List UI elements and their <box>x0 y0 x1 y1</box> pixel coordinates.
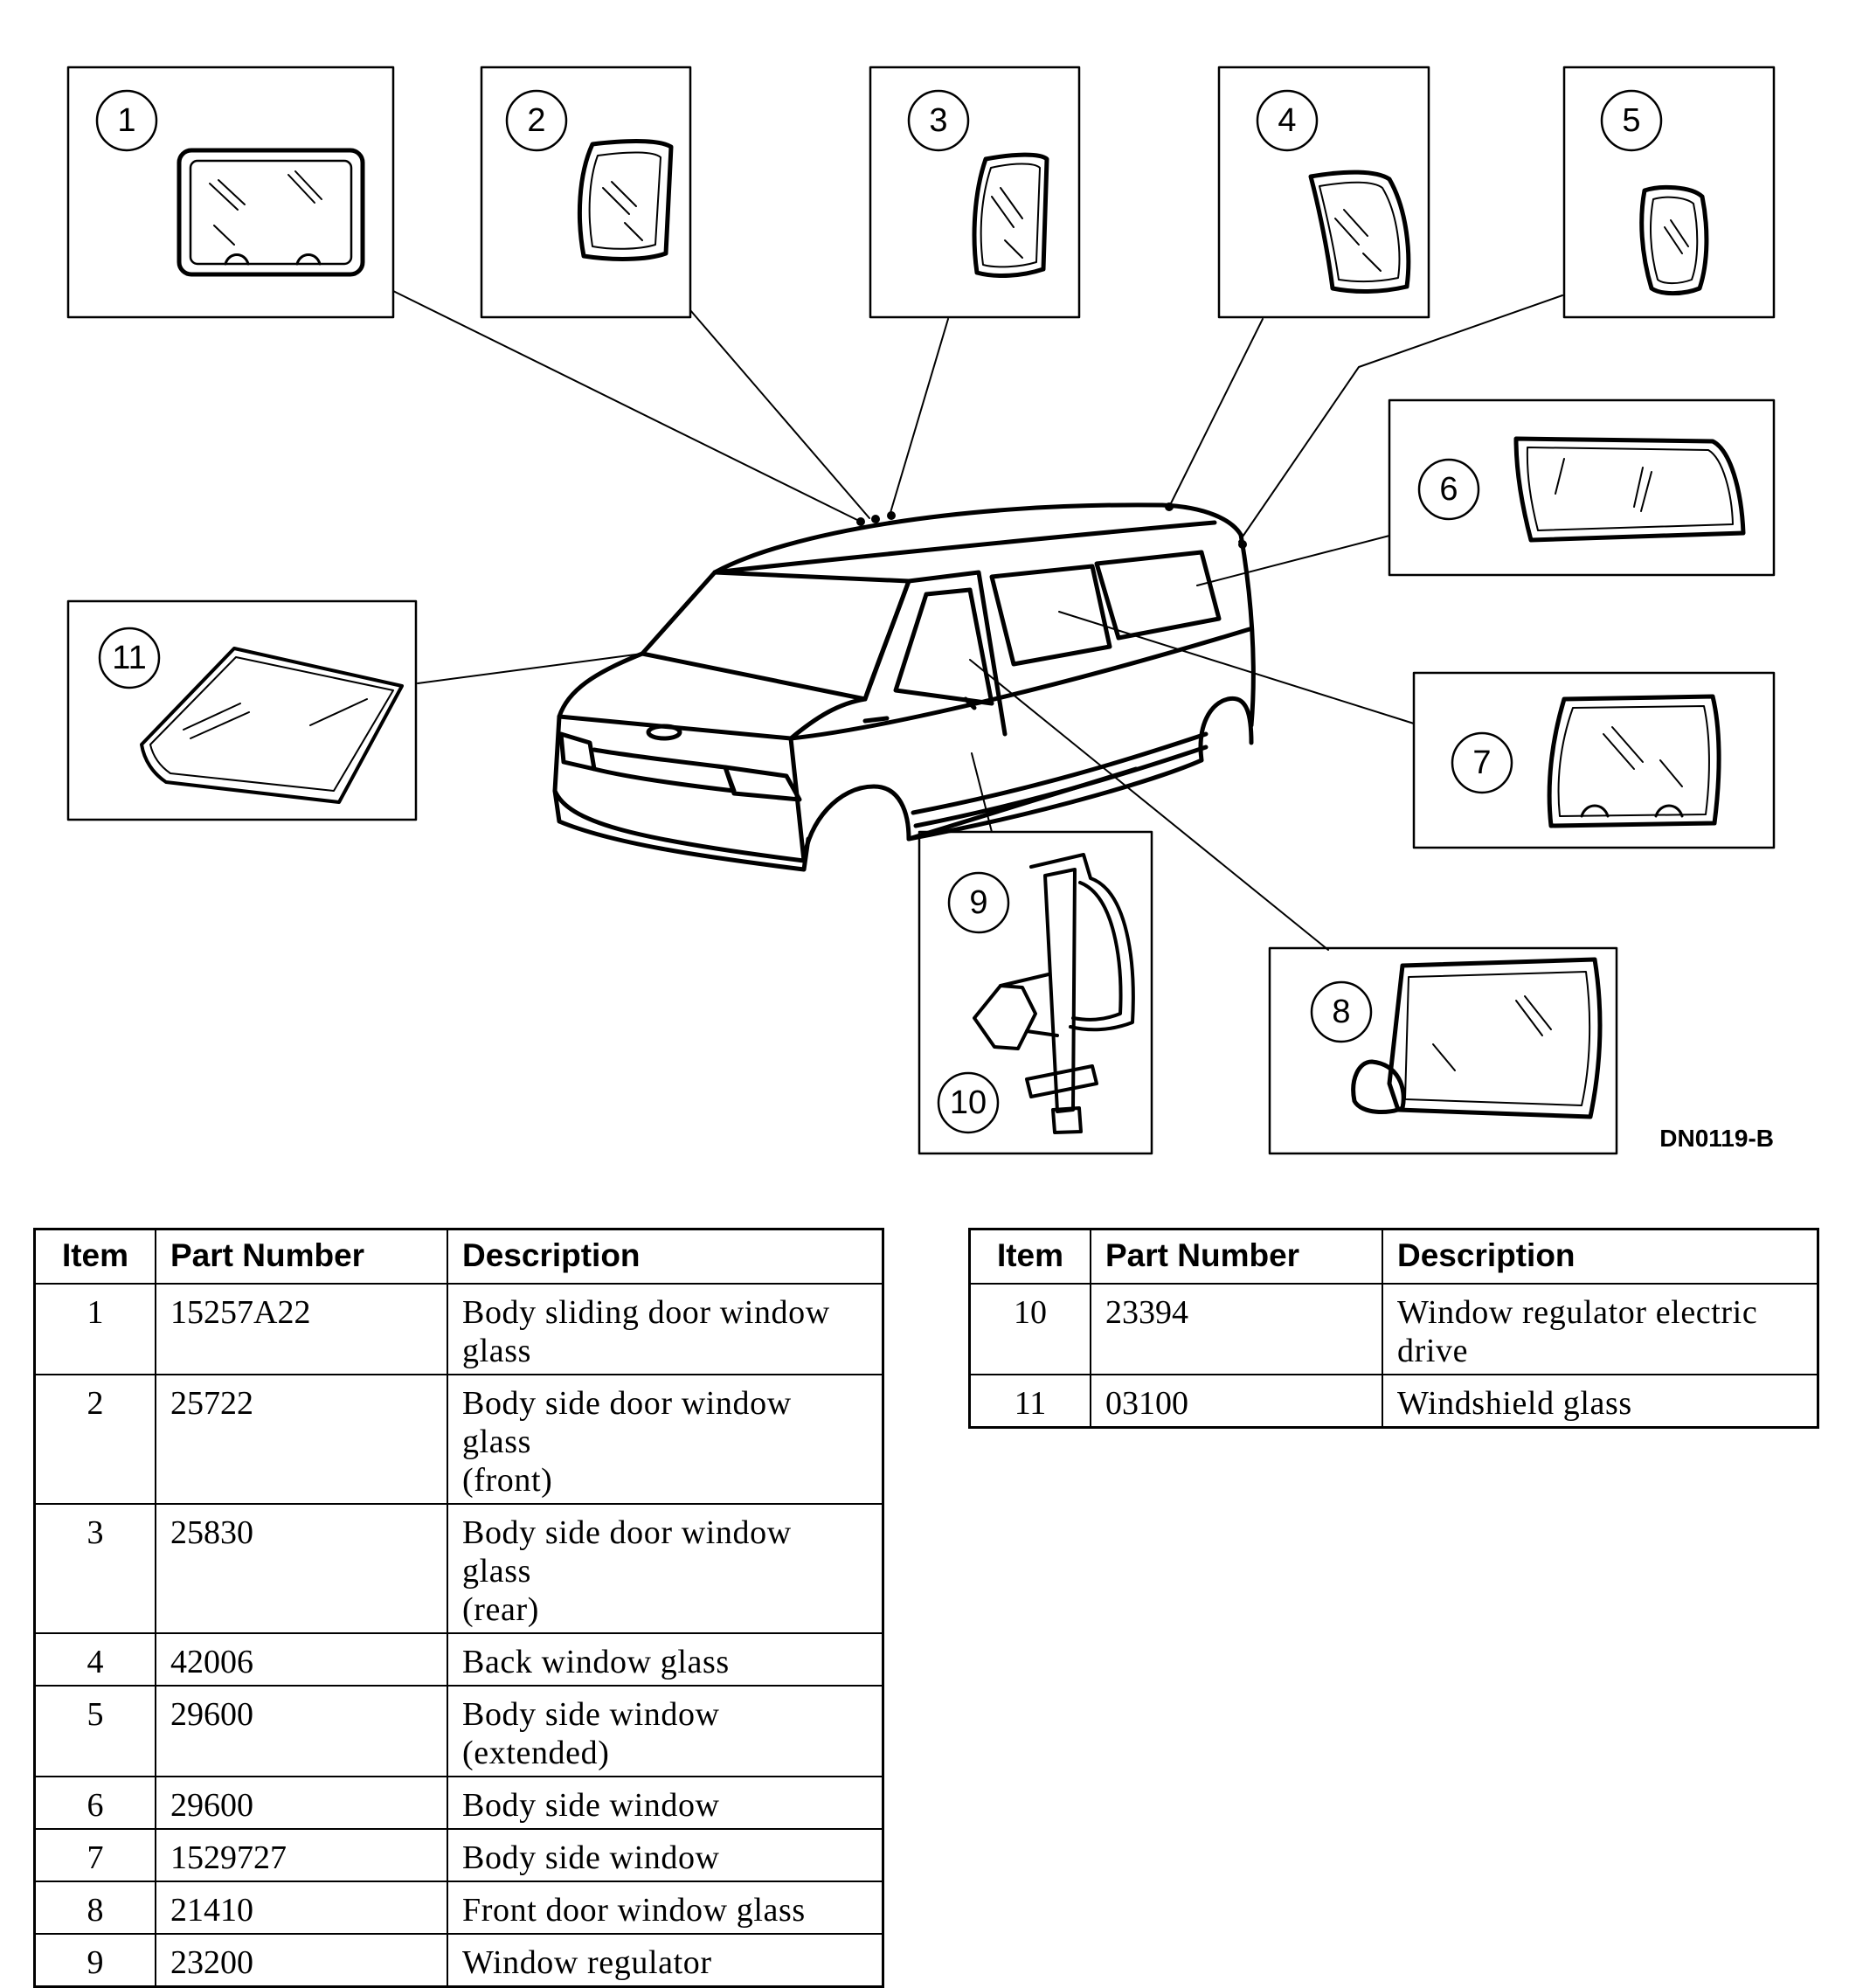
description-cell: Front door window glass <box>447 1881 884 1935</box>
table-row: 7 1529727 Body side window <box>33 1828 884 1882</box>
description-line: Windshield glass <box>1397 1385 1632 1422</box>
part-number-cell: 21410 <box>155 1881 448 1935</box>
part-number-cell: 15257A22 <box>155 1283 448 1375</box>
header-item: Item <box>33 1228 156 1285</box>
glass-6-icon <box>1513 436 1746 543</box>
table-row: 6 29600 Body side window <box>33 1776 884 1830</box>
panel-boxes <box>66 66 1776 1155</box>
part-number-cell: 03100 <box>1090 1374 1383 1429</box>
parts-table-right: Item Part Number Description 10 23394 Wi… <box>968 1228 1819 1429</box>
glass-7-icon <box>1547 694 1721 828</box>
parts-table-left: Item Part Number Description 1 15257A22 … <box>33 1228 884 1988</box>
item-cell: 9 <box>33 1933 156 1988</box>
part-number-cell: 25830 <box>155 1503 448 1634</box>
glass-2-icon <box>577 139 674 261</box>
callout-3: 3 <box>929 102 947 139</box>
glass-5-icon <box>1639 184 1709 296</box>
callout-2: 2 <box>527 102 545 139</box>
table-row: 2 25722 Body side door window glass (fro… <box>33 1374 884 1505</box>
item-cell: 1 <box>33 1283 156 1375</box>
callout-5: 5 <box>1622 102 1640 139</box>
description-cell: Body side door window glass (front) <box>447 1374 884 1505</box>
table-row: 9 23200 Window regulator <box>33 1933 884 1988</box>
callout-9: 9 <box>969 884 987 921</box>
description-cell: Body side door window glass (rear) <box>447 1503 884 1634</box>
glass-11-icon <box>140 647 404 804</box>
description-line: drive <box>1397 1333 1469 1369</box>
item-cell: 3 <box>33 1503 156 1634</box>
glass-1-icon <box>177 148 365 277</box>
window-regulator-icon <box>973 853 1135 1134</box>
callout-11: 11 <box>112 640 146 676</box>
description-cell: Body sliding door window glass <box>447 1283 884 1375</box>
part-number-cell: 25722 <box>155 1374 448 1505</box>
description-cell: Window regulator electric drive <box>1382 1283 1819 1375</box>
header-part-number: Part Number <box>155 1228 448 1285</box>
header-description: Description <box>1382 1228 1819 1285</box>
header-part-number: Part Number <box>1090 1228 1383 1285</box>
item-cell: 7 <box>33 1828 156 1882</box>
part-number-cell: 42006 <box>155 1632 448 1687</box>
description-line: (rear) <box>462 1591 539 1628</box>
table-row: 3 25830 Body side door window glass (rea… <box>33 1503 884 1634</box>
table-row: 5 29600 Body side window (extended) <box>33 1685 884 1777</box>
callout-circles <box>95 89 1663 1134</box>
table-header-row: Item Part Number Description <box>968 1228 1819 1285</box>
callout-6: 6 <box>1439 471 1458 508</box>
description-cell: Back window glass <box>447 1632 884 1687</box>
description-cell: Window regulator <box>447 1933 884 1988</box>
description-line: Body side window (extended) <box>462 1696 720 1771</box>
callout-10: 10 <box>950 1084 987 1121</box>
description-cell: Body side window <box>447 1776 884 1830</box>
description-line: Window regulator electric <box>1397 1294 1758 1331</box>
item-cell: 5 <box>33 1685 156 1777</box>
table-row: 1 15257A22 Body sliding door window glas… <box>33 1283 884 1375</box>
item-cell: 6 <box>33 1776 156 1830</box>
van-illustration <box>552 502 1256 872</box>
item-cell: 2 <box>33 1374 156 1505</box>
header-item: Item <box>968 1228 1091 1285</box>
part-number-cell: 29600 <box>155 1685 448 1777</box>
part-number-cell: 29600 <box>155 1776 448 1830</box>
callout-8: 8 <box>1332 994 1350 1030</box>
description-cell: Body side window <box>447 1828 884 1882</box>
description-cell: Body side window (extended) <box>447 1685 884 1777</box>
glass-8-icon <box>1351 957 1603 1119</box>
callout-7: 7 <box>1472 745 1491 781</box>
item-cell: 4 <box>33 1632 156 1687</box>
part-number-cell: 23394 <box>1090 1283 1383 1375</box>
description-cell: Windshield glass <box>1382 1374 1819 1429</box>
table-row: 11 03100 Windshield glass <box>968 1374 1819 1429</box>
table-row: 10 23394 Window regulator electric drive <box>968 1283 1819 1375</box>
description-line: Window regulator <box>462 1944 712 1981</box>
parts-diagram: 1 2 3 4 5 6 7 8 9 10 11 DN0119-B <box>66 66 1776 1155</box>
description-line: Body sliding door window <box>462 1294 830 1331</box>
description-line: Front door window glass <box>462 1892 806 1929</box>
description-line: Body side window <box>462 1839 720 1876</box>
description-line: Body side door window glass <box>462 1385 792 1460</box>
callout-1: 1 <box>117 102 135 139</box>
glass-3-icon <box>972 152 1049 278</box>
description-line: glass <box>462 1333 531 1369</box>
description-line: Back window glass <box>462 1644 730 1680</box>
glass-4-icon <box>1308 170 1411 294</box>
figure-id: DN0119-B <box>1659 1125 1774 1152</box>
item-cell: 11 <box>968 1374 1091 1429</box>
part-number-cell: 23200 <box>155 1933 448 1988</box>
table-row: 8 21410 Front door window glass <box>33 1881 884 1935</box>
description-line: Body side door window glass <box>462 1514 792 1590</box>
table-header-row: Item Part Number Description <box>33 1228 884 1285</box>
table-row: 4 42006 Back window glass <box>33 1632 884 1687</box>
item-cell: 8 <box>33 1881 156 1935</box>
description-line: Body side window <box>462 1787 720 1824</box>
header-description: Description <box>447 1228 884 1285</box>
description-line: (front) <box>462 1462 553 1499</box>
callout-4: 4 <box>1278 102 1296 139</box>
item-cell: 10 <box>968 1283 1091 1375</box>
leader-lines <box>392 290 1563 951</box>
part-number-cell: 1529727 <box>155 1828 448 1882</box>
